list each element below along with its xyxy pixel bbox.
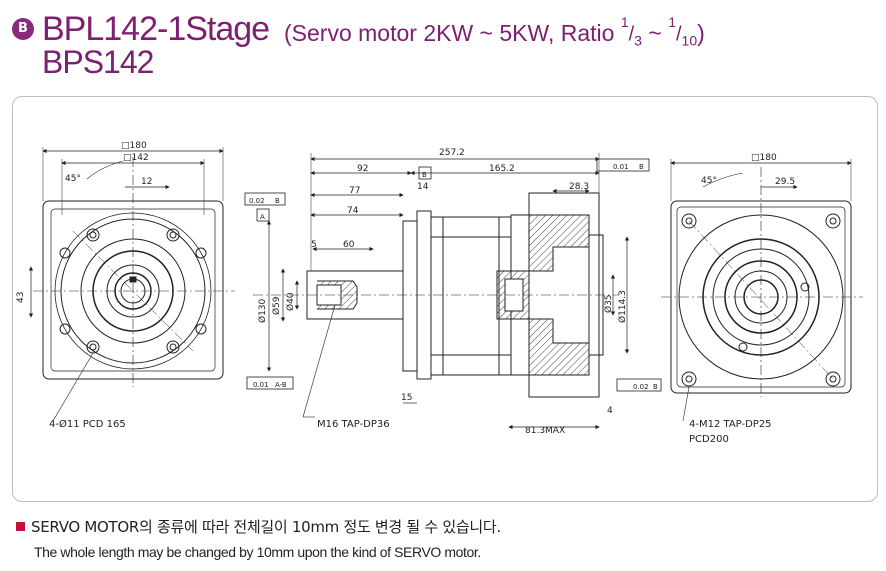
spec-prefix: (Servo motor 2KW ~ 5KW, Ratio (284, 20, 615, 46)
tol-right: 0.02 (633, 383, 649, 391)
dim-92: 92 (357, 164, 368, 174)
dim-77: 77 (349, 186, 360, 196)
datum-b: B (422, 171, 427, 179)
tol-right-ref: B (653, 383, 658, 391)
dim-14: 14 (417, 182, 429, 192)
note-korean-text: SERVO MOTOR의 종류에 따라 전체길이 10mm 정도 변경 될 수 … (31, 518, 501, 536)
model-subtitle: BPS142 (42, 44, 154, 80)
side-section-view (244, 153, 662, 430)
right-dim-outer: □180 (751, 153, 777, 163)
ratio-fraction-a: 1/3 (620, 14, 642, 49)
left-key-width: 12 (141, 177, 152, 187)
note-english: The whole length may be changed by 10mm … (34, 544, 481, 560)
right-dim-29: 29.5 (775, 177, 795, 187)
dim-81: 81.3MAX (525, 426, 565, 436)
front-view-input (28, 147, 235, 422)
spec-suffix: ) (697, 20, 705, 46)
note-korean: SERVO MOTOR의 종류에 따라 전체길이 10mm 정도 변경 될 수 … (16, 516, 501, 537)
dia-35: Ø35 (603, 294, 614, 313)
left-height-dim: 43 (16, 292, 26, 303)
series-badge: B (12, 18, 34, 40)
right-tap-label: 4-M12 TAP-DP25 (689, 419, 772, 430)
tol-top-left: 0.02 (249, 197, 265, 205)
dim-overall: 257.2 (439, 148, 465, 158)
dim-165: 165.2 (489, 164, 515, 174)
tol-bottom-left: 0.01 (253, 381, 269, 389)
spec-text: (Servo motor 2KW ~ 5KW, Ratio 1/3 ~ 1/10… (284, 14, 705, 49)
left-dim-outer: □180 (121, 141, 147, 151)
dim-15: 15 (401, 393, 412, 403)
technical-drawing: □180 □142 45° 12 43 4-Ø11 PCD 165 (16, 141, 863, 445)
dim-28: 28.3 (569, 182, 589, 192)
front-view-output (661, 159, 863, 422)
tap-label-output: M16 TAP-DP36 (317, 419, 390, 430)
tol-top-right-ref: B (639, 163, 644, 171)
right-pcd-label: PCD200 (689, 434, 729, 445)
model-title: BPL142-1Stage (42, 10, 270, 48)
left-angle: 45° (65, 174, 81, 184)
dim-5: 5 (311, 240, 317, 250)
datum-a: A (260, 213, 265, 221)
tol-top-left-ref: B (275, 197, 280, 205)
dia-114: Ø114.3 (617, 290, 628, 323)
right-angle: 45° (701, 176, 717, 186)
ratio-separator: ~ (648, 20, 662, 46)
ratio-fraction-b: 1/10 (668, 14, 698, 49)
technical-drawing-frame: □180 □142 45° 12 43 4-Ø11 PCD 165 (12, 96, 878, 502)
dia-130: Ø130 (257, 298, 268, 323)
dia-59: Ø59 (271, 296, 282, 315)
left-dim-inner: □142 (123, 153, 149, 163)
dia-40: Ø40 (285, 292, 296, 311)
bullet-square-icon (16, 522, 25, 531)
dim-74: 74 (347, 206, 359, 216)
tol-top-right: 0.01 (613, 163, 629, 171)
title-block: B BPL142-1Stage (Servo motor 2KW ~ 5KW, … (12, 8, 872, 82)
dim-4: 4 (607, 406, 613, 416)
tol-bottom-left-ref: A-B (275, 381, 287, 389)
left-hole-label: 4-Ø11 PCD 165 (49, 418, 126, 430)
dim-60: 60 (343, 240, 355, 250)
